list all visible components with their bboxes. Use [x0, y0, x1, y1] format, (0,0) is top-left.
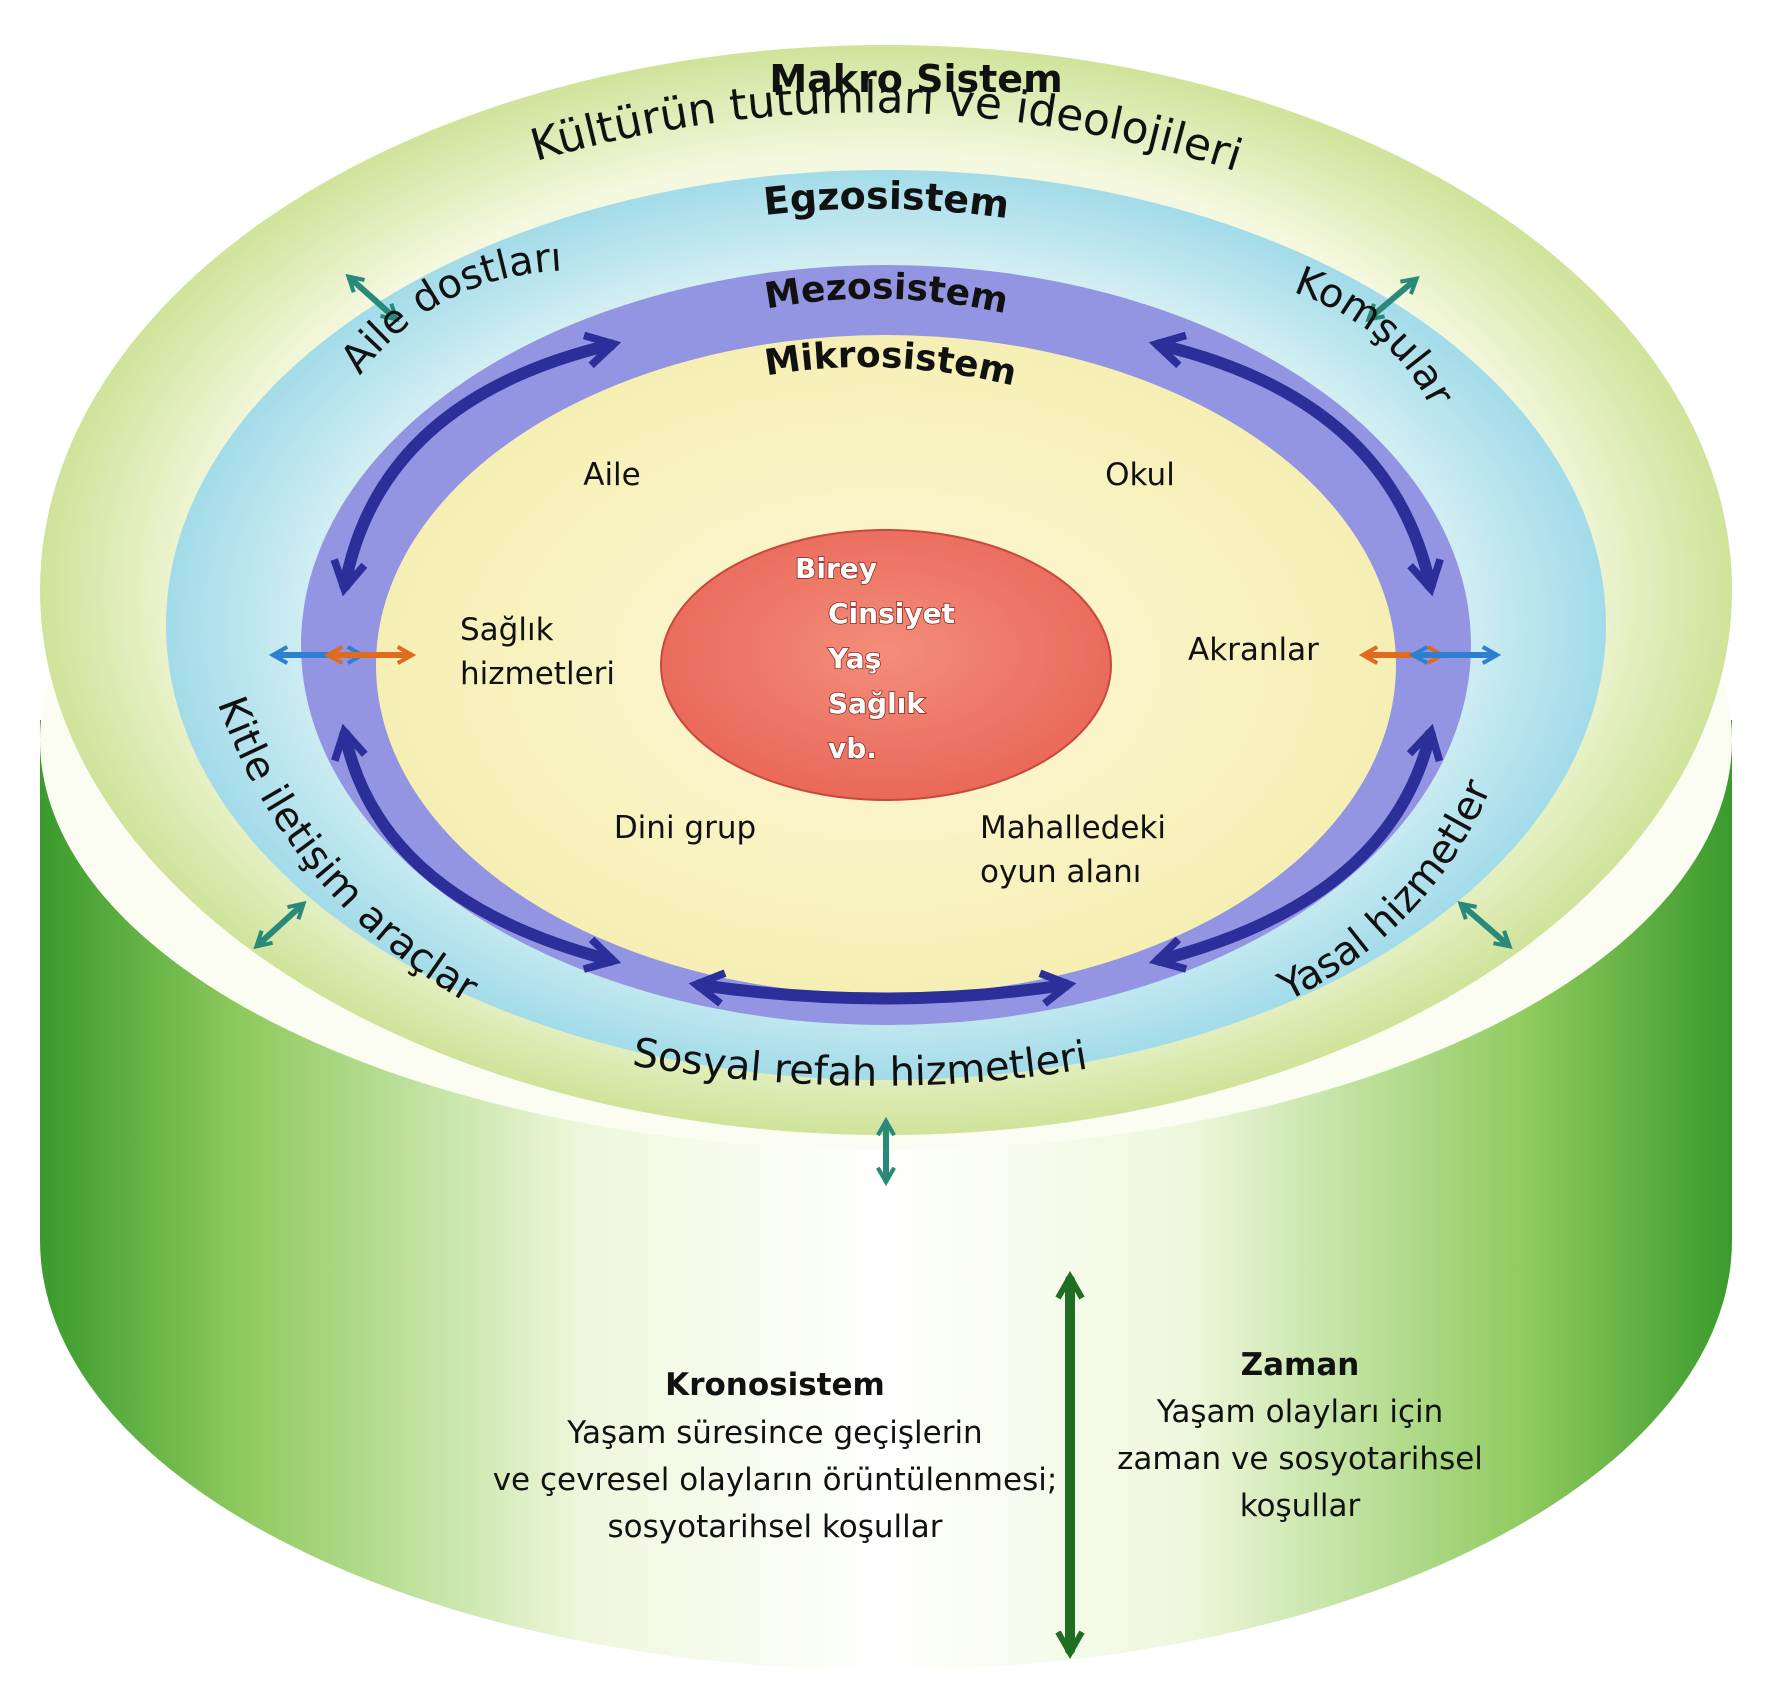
double-arrow-icon	[253, 900, 307, 950]
double-arrow-icon	[330, 331, 622, 597]
yas-label: Yaş	[827, 642, 881, 675]
mahalle-label-2: oyun alanı	[980, 854, 1141, 890]
cinsiyet-label: Cinsiyet	[828, 597, 955, 630]
dini-grup-label: Dini grup	[614, 810, 756, 846]
zaman-line-1: Yaşam olayları için	[1156, 1394, 1444, 1430]
mezo-arrows	[330, 331, 1444, 1007]
birey-core	[660, 529, 1112, 801]
okul-label: Okul	[1105, 457, 1175, 493]
vb-label: vb.	[828, 732, 877, 765]
saglik-birey-label: Sağlık	[828, 687, 926, 720]
akranlar-label: Akranlar	[1188, 632, 1319, 668]
double-arrow-icon	[1457, 900, 1513, 950]
exo-macro-arrows	[253, 273, 1513, 1187]
aile-label: Aile	[583, 457, 641, 493]
kronosistem-line-3: sosyotarihsel koşullar	[607, 1509, 942, 1545]
kronosistem-line-2: ve çevresel olayların örüntülenmesi;	[493, 1462, 1058, 1498]
double-arrow-icon	[688, 969, 1077, 1007]
double-arrow-icon	[1148, 723, 1444, 973]
mahalle-label-1: Mahalledeki	[980, 810, 1166, 846]
zaman-line-2: zaman ve sosyotarihsel	[1117, 1441, 1483, 1477]
saglik-label-1: Sağlık	[460, 612, 554, 648]
kronosistem-line-1: Yaşam süresince geçişlerin	[566, 1415, 982, 1451]
kronosistem-title: Kronosistem	[665, 1367, 885, 1403]
double-arrow-icon	[1365, 276, 1420, 322]
double-arrow-icon	[331, 723, 622, 973]
zaman-title: Zaman	[1241, 1347, 1360, 1383]
birey-label: Birey	[795, 552, 877, 585]
zaman-line-3: koşullar	[1240, 1488, 1361, 1524]
saglik-label-2: hizmetleri	[460, 656, 615, 692]
double-arrow-icon	[345, 273, 400, 323]
makro-title: Makro Sistem	[769, 57, 1062, 101]
double-arrow-icon	[1148, 331, 1444, 597]
